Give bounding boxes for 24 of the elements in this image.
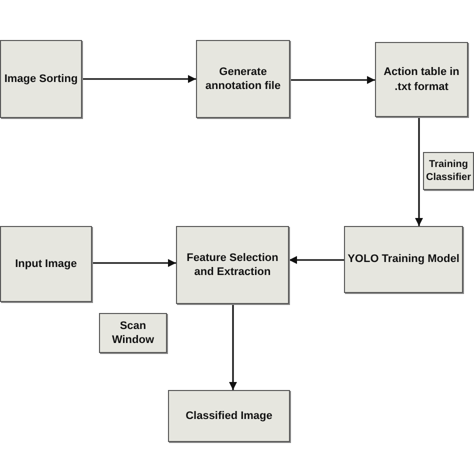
arrow <box>82 75 196 83</box>
note-box <box>423 152 474 190</box>
arrow <box>290 76 375 84</box>
arrow <box>229 304 237 390</box>
process-box <box>168 390 290 442</box>
box-label: Training Classifier <box>424 158 472 184</box>
arrow <box>289 256 344 264</box>
process-box <box>196 40 290 118</box>
box-label: Input Image <box>14 256 78 272</box>
box-label: Classified Image <box>184 408 274 424</box>
arrow <box>92 259 176 267</box>
process-box <box>176 226 289 304</box>
box-label: YOLO Training Model <box>346 252 460 268</box>
box-label: Feature Selection and Extraction <box>186 250 280 280</box>
note-box <box>99 313 167 353</box>
box-label: Action table in .txt format <box>382 65 460 94</box>
box-label: Scan Window <box>110 318 156 348</box>
process-box <box>0 40 82 118</box>
box-label: Generate annotation file <box>204 64 282 94</box>
arrow <box>415 117 423 226</box>
process-box <box>344 226 463 293</box>
process-box <box>0 226 92 302</box>
box-label: Image Sorting <box>3 72 79 87</box>
process-box <box>375 42 468 117</box>
